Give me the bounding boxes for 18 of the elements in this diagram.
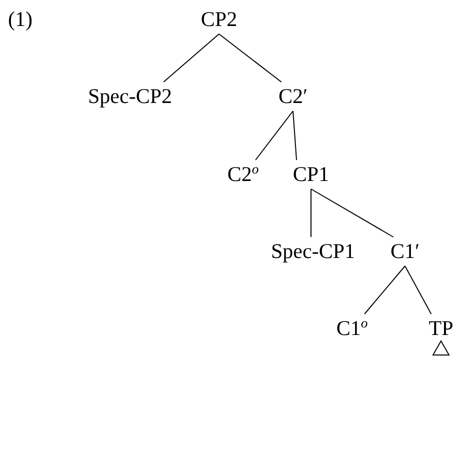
- tree-node-label: CP2: [200, 7, 238, 31]
- tree-node-label: C1′: [390, 239, 420, 263]
- tree-branch: [255, 110, 294, 160]
- tree-node-label: Spec-CP1: [271, 239, 355, 263]
- tree-branch: [218, 34, 282, 82]
- tree-node-label: TP: [428, 316, 454, 340]
- example-number: (1): [8, 7, 32, 31]
- tree-branch: [163, 34, 220, 82]
- tree-node-label: C1$^{o}$: [336, 316, 368, 340]
- tree-branch: [310, 188, 394, 238]
- tree-branch: [404, 266, 432, 314]
- tree-node-label: Spec-CP2: [88, 84, 172, 108]
- tree-node-label: C2$^{o}$: [227, 162, 259, 186]
- tree-branch: [292, 110, 298, 160]
- tree-branch: [310, 188, 312, 238]
- tree-node-label: C2′: [278, 84, 308, 108]
- tree-node-label: CP1: [292, 162, 330, 186]
- tree-branch: [364, 266, 406, 314]
